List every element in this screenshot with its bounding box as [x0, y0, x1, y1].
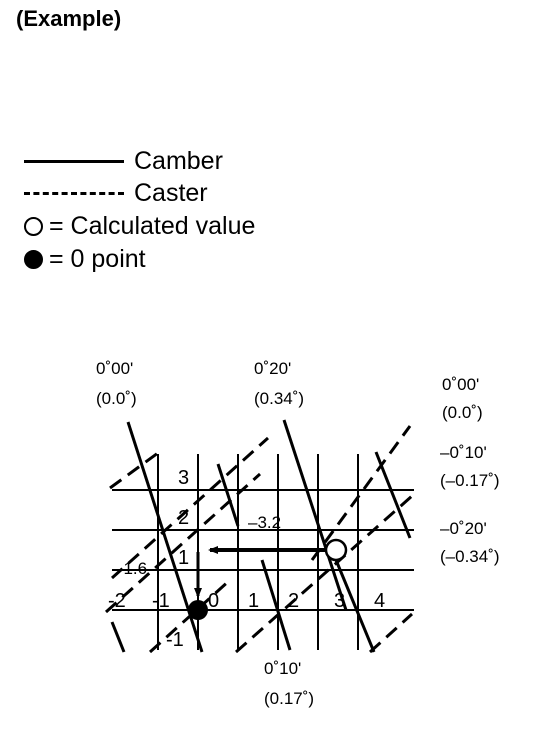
row-number: 3 — [178, 467, 189, 489]
legend-zero-point: = 0 point — [24, 244, 146, 274]
caster-line — [310, 425, 412, 561]
bottom-number: -1 — [166, 629, 184, 651]
legend-calculated-label: = Calculated value — [49, 211, 256, 240]
label-right1-deg: 0˚00' — [442, 375, 479, 394]
filled-circle-icon — [24, 249, 43, 269]
legend-calculated: = Calculated value — [24, 211, 255, 241]
column-number: 2 — [288, 590, 299, 612]
caster-line — [109, 448, 163, 490]
column-number: 4 — [374, 590, 385, 612]
row-number: 1 — [178, 547, 189, 569]
caster-lines — [104, 425, 414, 654]
calculated-value-marker — [324, 538, 348, 562]
legend-caster: Caster — [24, 178, 208, 208]
dashed-line-icon — [24, 191, 124, 195]
label-right3-deg: –0˚20' — [440, 519, 487, 538]
vertical-value: –1.6 — [114, 559, 147, 578]
legend-camber-label: Camber — [134, 146, 223, 175]
page-title: (Example) — [16, 6, 122, 31]
label-right1-dec: (0.0˚) — [442, 403, 483, 422]
legend-caster-label: Caster — [134, 178, 208, 207]
camber-line — [260, 559, 292, 651]
label-top-left-deg: 0˚00' — [96, 359, 133, 378]
camber-line — [282, 419, 348, 611]
legend-zero-point-label: = 0 point — [49, 244, 146, 273]
label-right3-dec: (–0.34˚) — [440, 547, 500, 566]
label-bottom-dec: (0.17˚) — [264, 689, 314, 708]
open-circle-icon — [24, 216, 43, 236]
column-number: 3 — [334, 590, 345, 612]
column-number: 0 — [208, 590, 219, 612]
caster-line — [110, 436, 270, 580]
label-right2-dec: (–0.17˚) — [440, 471, 500, 490]
camber-line — [334, 559, 376, 653]
label-right2-deg: –0˚10' — [440, 443, 487, 462]
zero-point-marker — [188, 600, 208, 620]
horizontal-value: –3.2 — [248, 513, 281, 532]
column-number: 1 — [248, 590, 259, 612]
label-top-mid-deg: 0˚20' — [254, 359, 291, 378]
column-number: -1 — [152, 590, 170, 612]
label-top-mid-dec: (0.34˚) — [254, 389, 304, 408]
row-number: 2 — [178, 507, 189, 529]
caster-line — [104, 472, 262, 614]
label-top-left-dec: (0.0˚) — [96, 389, 137, 408]
label-bottom-deg: 0˚10' — [264, 659, 301, 678]
caster-line — [235, 494, 413, 654]
camber-line — [216, 463, 240, 527]
legend-camber: Camber — [24, 146, 223, 176]
solid-line-icon — [24, 159, 124, 163]
caster-line — [368, 612, 414, 654]
column-number: -2 — [108, 590, 126, 612]
camber-line — [110, 621, 126, 653]
